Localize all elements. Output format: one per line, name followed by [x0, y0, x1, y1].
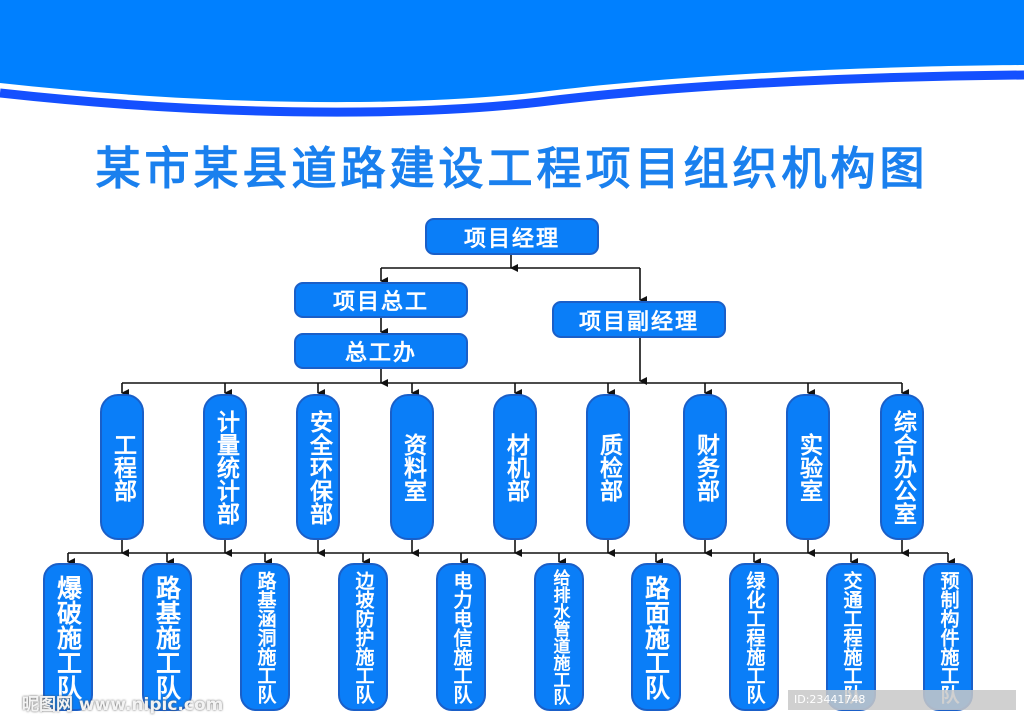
- team-box: 绿化工程施工队: [729, 563, 779, 711]
- team-box: 预制构件施工队: [923, 563, 973, 711]
- header-wave: [0, 0, 1024, 117]
- chief-office-box: 总工办: [294, 333, 468, 369]
- team-box: 给排水管道施工队: [534, 563, 584, 711]
- team-box: 路基施工队: [142, 563, 192, 711]
- page-title: 某市某县道路建设工程项目组织机构图: [95, 142, 929, 195]
- department-box: 安全环保部: [296, 394, 340, 540]
- team-box: 电力电信施工队: [436, 563, 486, 711]
- team-box: 路基涵洞施工队: [240, 563, 290, 711]
- department-box: 综合办公室: [880, 394, 924, 540]
- department-box: 财务部: [683, 394, 727, 540]
- team-box: 交通工程施工队: [826, 563, 876, 711]
- project-manager-box: 项目经理: [425, 218, 599, 255]
- image-id-label: ID:23441748 NO:20190704090711838000: [788, 690, 1016, 720]
- team-box: 路面施工队: [631, 563, 681, 711]
- department-box: 实验室: [786, 394, 830, 540]
- department-box: 资料室: [390, 394, 434, 540]
- department-box: 计量统计部: [203, 394, 247, 540]
- team-box: 边坡防护施工队: [338, 563, 388, 711]
- deputy-manager-box: 项目副经理: [552, 301, 726, 338]
- department-box: 材机部: [493, 394, 537, 540]
- department-box: 工程部: [100, 394, 144, 540]
- watermark: 昵图网 www.nipic.com: [22, 695, 224, 715]
- department-box: 质检部: [586, 394, 630, 540]
- chief-engineer-box: 项目总工: [294, 282, 468, 318]
- team-box: 爆破施工队: [43, 563, 93, 711]
